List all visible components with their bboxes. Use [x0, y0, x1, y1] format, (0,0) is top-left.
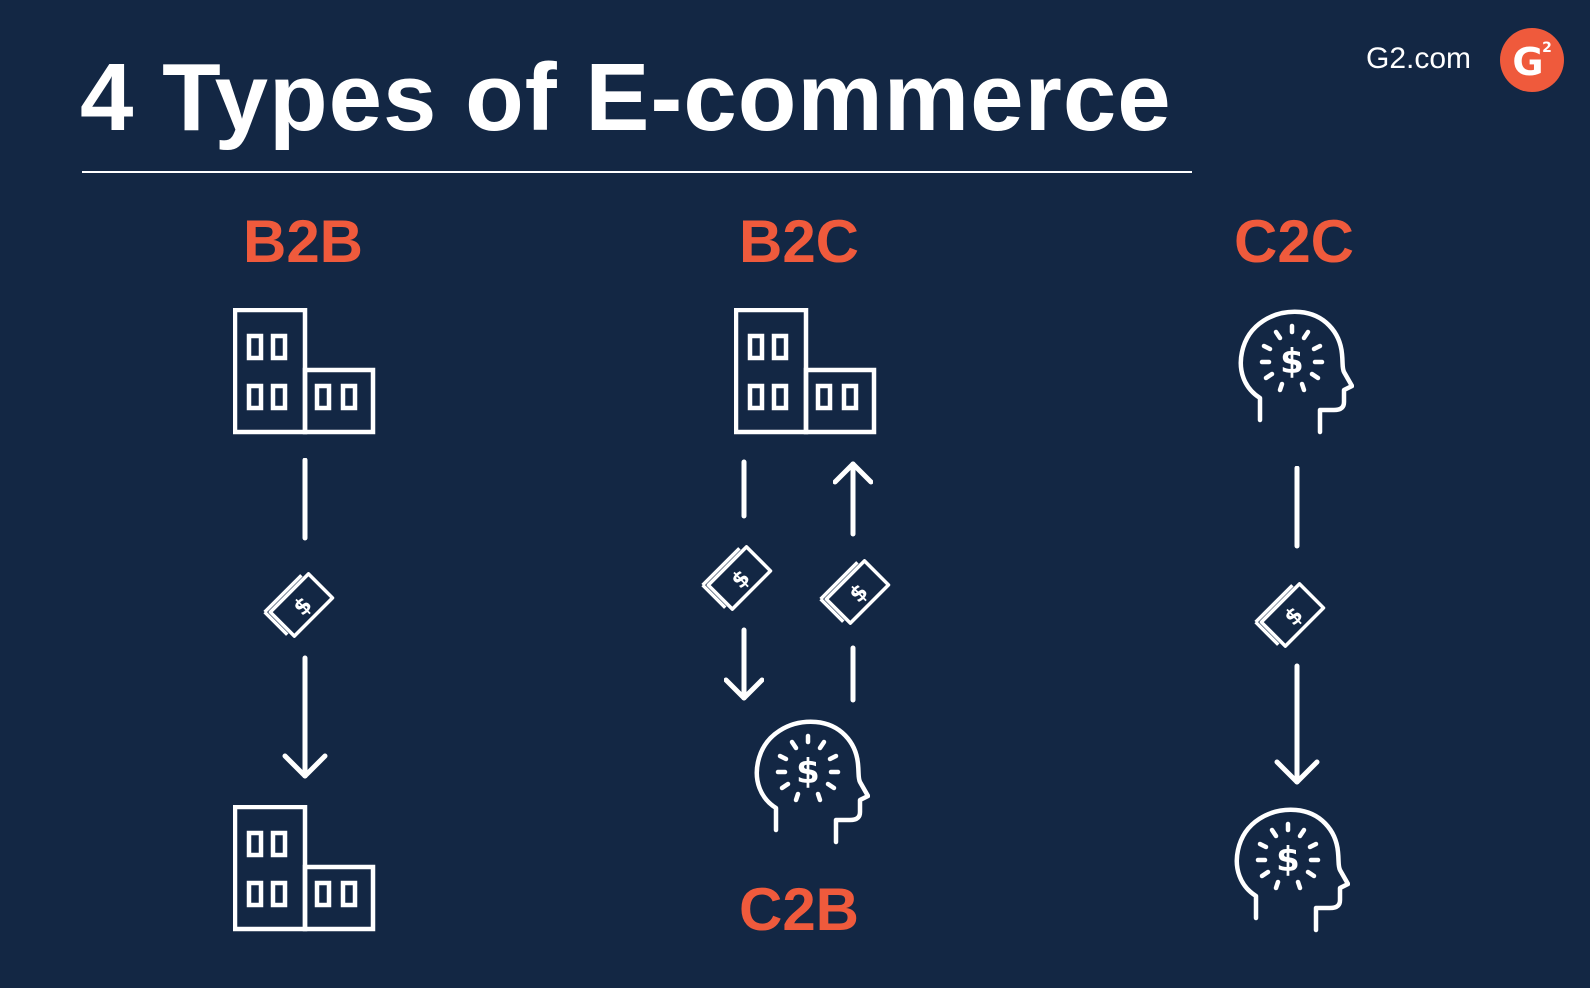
label-b2c: B2C	[738, 208, 860, 275]
label-c2b: C2B	[738, 876, 860, 943]
money-bill-icon	[698, 538, 778, 618]
page-title: 4 Types of E-commerce	[80, 44, 1172, 151]
money-bill-icon	[260, 565, 340, 645]
arrow-icon	[281, 458, 329, 783]
head-with-dollar-icon	[1232, 806, 1350, 934]
head-with-dollar-icon	[752, 718, 870, 846]
money-bill-icon	[816, 552, 896, 632]
title-divider	[82, 171, 1192, 173]
logo-superscript: 2	[1542, 40, 1552, 56]
building-icon	[734, 308, 878, 436]
label-c2c: C2C	[1233, 208, 1355, 275]
arrow-icon	[724, 458, 764, 708]
arrow-icon	[1273, 466, 1321, 791]
brand-text[interactable]: G2.com	[1366, 42, 1472, 75]
label-b2b: B2B	[242, 208, 364, 275]
head-with-dollar-icon	[1236, 308, 1354, 436]
arrow-icon	[833, 458, 873, 708]
logo-letter: G	[1512, 40, 1543, 84]
g2-logo-icon[interactable]: G 2	[1500, 28, 1564, 92]
money-bill-icon	[1251, 575, 1331, 655]
building-icon	[233, 805, 377, 933]
building-icon	[233, 308, 377, 436]
